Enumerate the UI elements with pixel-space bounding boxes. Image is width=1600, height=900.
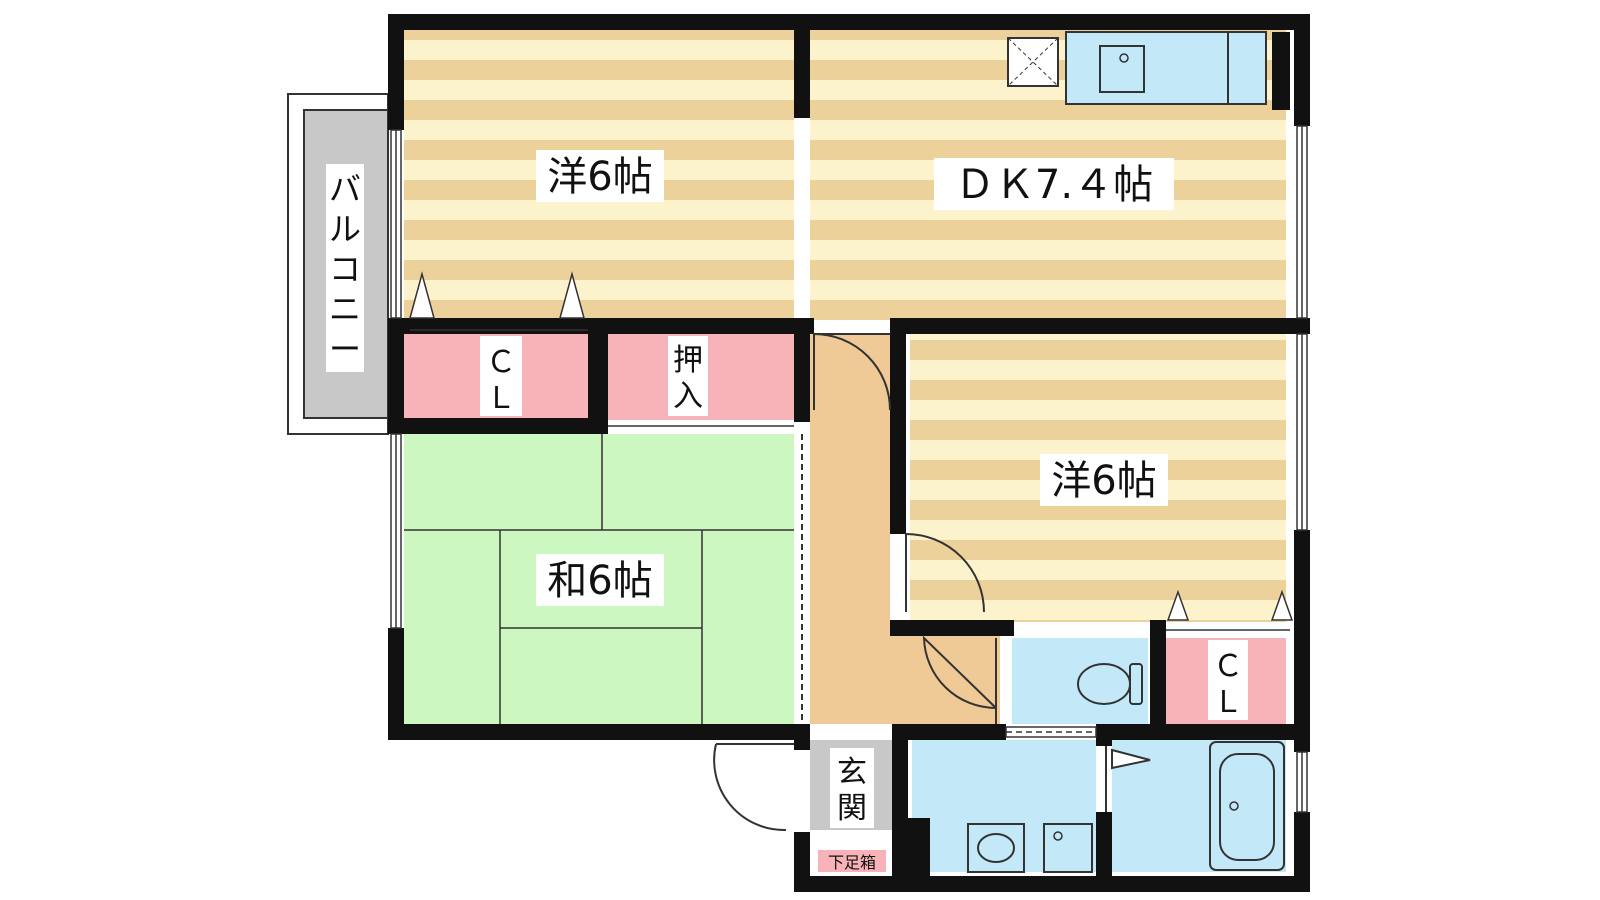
closet-2-label-l: Ｌ bbox=[1213, 685, 1243, 720]
balcony-label-3: コ bbox=[329, 250, 361, 288]
balcony-label-2: ル bbox=[329, 210, 361, 248]
washroom bbox=[912, 740, 1096, 873]
windows bbox=[390, 125, 1308, 813]
toilet bbox=[1012, 638, 1148, 724]
western-room-2-label: 洋6帖 bbox=[1051, 458, 1156, 504]
dining-kitchen-label: ＤＫ7.４帖 bbox=[955, 162, 1153, 208]
doors bbox=[713, 332, 1151, 832]
storage-labels: Ｃ Ｌ 押 入 Ｃ Ｌ 下足箱 bbox=[480, 336, 1248, 872]
entrance-label-1: 玄 bbox=[837, 755, 867, 790]
japanese-room-label: 和6帖 bbox=[547, 558, 652, 604]
balcony-label-4: ニ bbox=[329, 290, 361, 328]
shoe-box bbox=[818, 850, 886, 872]
oshiire-label-1: 押 bbox=[673, 343, 703, 378]
western-room-1-label: 洋6帖 bbox=[547, 154, 652, 200]
closet-doors bbox=[409, 271, 1294, 631]
closet-1-label-c: Ｃ bbox=[486, 345, 516, 380]
oshiire-label-2: 入 bbox=[673, 379, 703, 414]
balcony-label-1: バ bbox=[329, 170, 361, 208]
shoe-box-label: 下足箱 bbox=[828, 853, 876, 872]
area-labels: バ ル コ ニ ー 玄 関 bbox=[326, 164, 874, 828]
room-labels: 洋6帖 ＤＫ7.４帖 洋6帖 和6帖 bbox=[536, 150, 1174, 606]
kitchen-counter bbox=[1065, 31, 1290, 110]
walls bbox=[388, 14, 1310, 892]
closet-2-label-c: Ｃ bbox=[1213, 649, 1243, 684]
fridge-space bbox=[1007, 37, 1059, 87]
hallway-floor bbox=[810, 334, 1000, 724]
entrance-label-2: 関 bbox=[837, 791, 867, 826]
balcony-label-5: ー bbox=[329, 330, 361, 368]
closet-1-label-l: Ｌ bbox=[486, 381, 516, 416]
